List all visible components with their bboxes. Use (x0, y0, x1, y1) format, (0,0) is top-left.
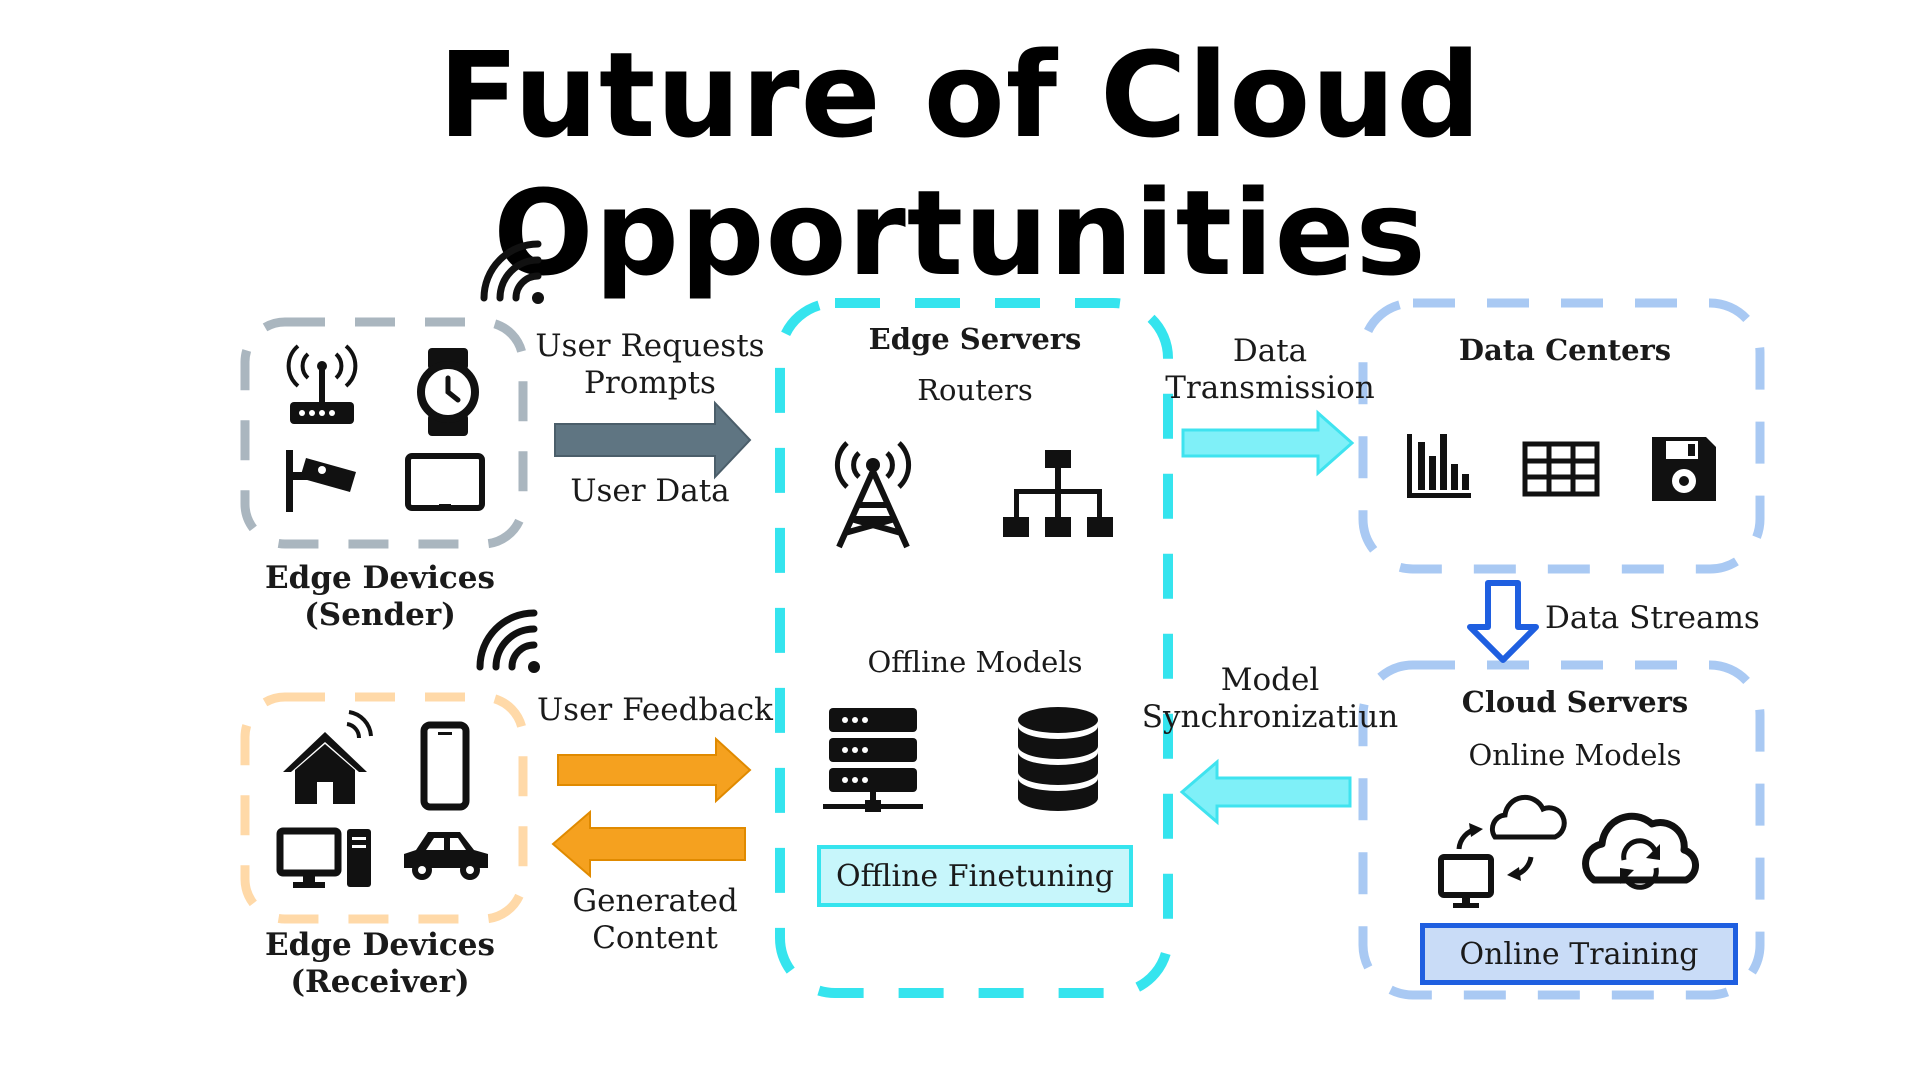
phone-icon (420, 721, 470, 811)
offline-models-label: Offline Models (867, 645, 1083, 679)
data-transmission-arrow (1181, 409, 1355, 477)
data-centers-box (1358, 298, 1765, 574)
user-requests-line1: User Requests (535, 328, 765, 364)
offline-finetuning-box: Offline Finetuning (817, 845, 1133, 907)
smart-home-icon (283, 710, 373, 804)
database-icon (1018, 707, 1098, 811)
security-camera-icon (286, 450, 356, 512)
user-requests-arrow (554, 400, 752, 480)
edge-servers-box (775, 298, 1173, 998)
data-transmission-label: Data Transmission (1160, 333, 1380, 406)
generated-content-line1: Generated (572, 883, 738, 919)
receiver-label-line2: (Receiver) (290, 963, 470, 1000)
online-training-label: Online Training (1459, 936, 1699, 972)
data-streams-label: Data Streams (1545, 600, 1760, 636)
user-requests-label: User Requests Prompts (530, 328, 770, 401)
model-sync-line2: Synchronizatiun (1141, 698, 1399, 735)
user-feedback-label: User Feedback (537, 692, 773, 728)
user-data-label: User Data (570, 473, 730, 509)
generated-content-arrow (551, 809, 746, 879)
routers-label: Routers (917, 373, 1033, 407)
bar-chart-icon (1407, 434, 1471, 498)
model-sync-line1: Model (1220, 662, 1320, 698)
data-transmission-line2: Transmission (1165, 369, 1375, 406)
car-icon (404, 832, 488, 880)
model-sync-arrow (1179, 758, 1352, 826)
offline-finetuning-label: Offline Finetuning (835, 858, 1114, 894)
receiver-label: Edge Devices (Receiver) (255, 927, 505, 1000)
receiver-box (240, 692, 528, 924)
table-grid-icon (1522, 441, 1600, 497)
user-requests-line2: Prompts (584, 364, 716, 401)
online-models-label: Online Models (1468, 738, 1682, 772)
network-hierarchy-icon (1003, 450, 1113, 537)
edge-servers-title: Edge Servers (868, 322, 1082, 356)
user-feedback-arrow (557, 736, 752, 804)
data-centers-title: Data Centers (1458, 333, 1672, 367)
router-icon (286, 344, 358, 424)
receiver-label-line1: Edge Devices (265, 927, 495, 963)
sender-label-line2: (Sender) (304, 596, 456, 633)
wifi-icon (476, 609, 540, 673)
sender-box (240, 317, 528, 549)
desktop-computer-icon (276, 827, 371, 888)
cloud-servers-title: Cloud Servers (1461, 685, 1689, 719)
wifi-icon (480, 240, 544, 304)
smartwatch-icon (417, 348, 479, 436)
online-training-box: Online Training (1420, 923, 1738, 985)
cloud-servers-box (1358, 660, 1765, 1000)
floppy-disk-icon (1652, 437, 1716, 501)
sender-label-line1: Edge Devices (265, 560, 495, 596)
server-rack-icon (823, 708, 923, 812)
model-sync-label: Model Synchronizatiun (1140, 662, 1400, 735)
generated-content-line2: Content (592, 919, 718, 956)
tablet-icon (405, 453, 485, 511)
generated-content-label: Generated Content (540, 883, 770, 956)
sender-label: Edge Devices (Sender) (255, 560, 505, 633)
data-transmission-line1: Data (1232, 333, 1308, 369)
cloud-sync-computer-icon (1438, 794, 1567, 908)
data-streams-arrow (1467, 580, 1539, 663)
cell-tower-icon (834, 441, 912, 549)
page-title: Future of Cloud Opportunities (438, 26, 1482, 302)
cloud-refresh-icon (1582, 812, 1699, 890)
